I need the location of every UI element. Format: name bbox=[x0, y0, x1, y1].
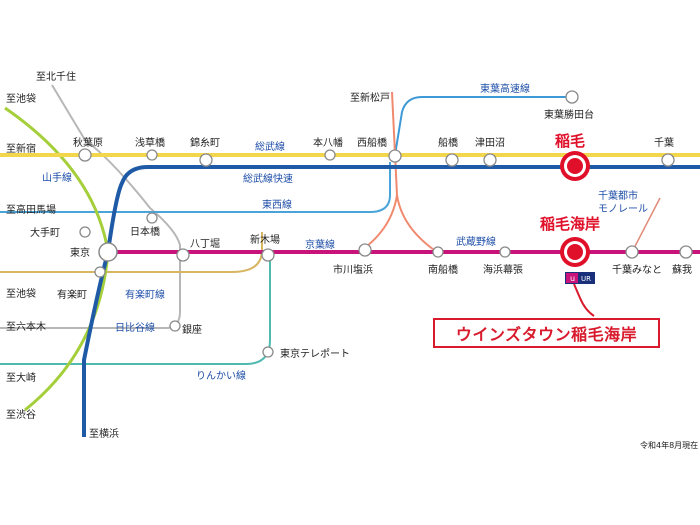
dir-osaki: 至大崎 bbox=[6, 371, 36, 384]
line-label-hibiya: 日比谷線 bbox=[115, 321, 155, 334]
monorail-line bbox=[631, 197, 661, 253]
label-tokyo: 東京 bbox=[70, 246, 90, 259]
line-label-sobu: 総武線 bbox=[255, 140, 285, 153]
label-asakusabashi: 浅草橋 bbox=[135, 136, 165, 149]
label-chibaminato: 千葉みなと bbox=[612, 263, 662, 276]
label-akihabara: 秋葉原 bbox=[73, 136, 103, 149]
label-inage: 稲毛 bbox=[555, 132, 585, 150]
dir-shinmatsudo: 至新松戸 bbox=[350, 91, 390, 104]
dir-ikebukuro-1: 至池袋 bbox=[6, 92, 36, 105]
station-kaihinmakuhari[interactable] bbox=[499, 246, 511, 258]
station-hatchobori[interactable] bbox=[176, 248, 190, 262]
line-label-sobu-rapid: 総武線快速 bbox=[243, 172, 293, 185]
station-ginza[interactable] bbox=[169, 320, 181, 332]
station-shinkiba[interactable] bbox=[261, 248, 275, 262]
station-chibaminato[interactable] bbox=[625, 245, 639, 259]
label-otemachi: 大手町 bbox=[30, 226, 60, 239]
ur-logo: u UR bbox=[565, 272, 595, 284]
station-ichikawashiohama[interactable] bbox=[358, 243, 372, 257]
date-note: 令和4年8月現在 bbox=[640, 440, 698, 450]
rinkai-line bbox=[0, 252, 271, 365]
line-label-rinkai: りんかい線 bbox=[196, 369, 246, 382]
svg-text:u: u bbox=[570, 274, 575, 283]
label-tokyo-teleport: 東京テレポート bbox=[280, 347, 350, 360]
label-ichikawashiohama: 市川塩浜 bbox=[333, 263, 373, 276]
station-tokyo[interactable] bbox=[98, 242, 118, 262]
label-motoyawata: 本八幡 bbox=[313, 136, 343, 149]
label-chiba: 千葉 bbox=[654, 136, 674, 149]
station-motoyawata[interactable] bbox=[324, 149, 336, 161]
line-label-yurakucho: 有楽町線 bbox=[125, 288, 165, 301]
station-soga[interactable] bbox=[679, 245, 693, 259]
station-inage-marker[interactable] bbox=[560, 151, 590, 181]
toyo-kosoku-line bbox=[394, 96, 572, 156]
label-funabashi: 船橋 bbox=[438, 136, 458, 149]
line-label-monorail-2: モノレール bbox=[598, 204, 648, 215]
station-funabashi[interactable] bbox=[445, 153, 459, 167]
label-soga: 蘇我 bbox=[672, 263, 692, 276]
label-kaihinmakuhari: 海浜幕張 bbox=[483, 263, 523, 276]
label-nihombashi: 日本橋 bbox=[130, 225, 160, 238]
dir-shibuya: 至渋谷 bbox=[6, 408, 36, 421]
line-label-yamanote: 山手線 bbox=[42, 171, 72, 184]
station-tokyo-teleport[interactable] bbox=[262, 346, 274, 358]
line-label-keiyo: 京葉線 bbox=[305, 238, 335, 251]
line-label-monorail-1: 千葉都市 bbox=[598, 189, 638, 202]
label-kinshicho: 錦糸町 bbox=[190, 136, 220, 149]
station-tsudanuma[interactable] bbox=[483, 153, 497, 167]
station-akihabara[interactable] bbox=[78, 148, 92, 162]
dir-takadanobaba: 至高田馬場 bbox=[6, 203, 56, 216]
label-nishifunabashi: 西船橋 bbox=[357, 136, 387, 149]
station-kinshicho[interactable] bbox=[199, 153, 213, 167]
dir-ikebukuro-2: 至池袋 bbox=[6, 287, 36, 300]
label-tsudanuma: 津田沼 bbox=[475, 136, 505, 149]
dir-roppongi: 至六本木 bbox=[6, 320, 46, 333]
dir-shinjuku: 至新宿 bbox=[6, 142, 36, 155]
property-name: ウインズタウン稲毛海岸 bbox=[455, 325, 638, 344]
station-inagekaigan-marker[interactable] bbox=[560, 237, 590, 267]
callout-pointer bbox=[573, 283, 595, 317]
line-label-musashino: 武蔵野線 bbox=[456, 235, 496, 248]
label-ginza: 銀座 bbox=[182, 323, 202, 336]
station-nishifunabashi[interactable] bbox=[388, 149, 402, 163]
property-callout: ウインズタウン稲毛海岸 bbox=[433, 318, 660, 348]
station-minamifunabashi[interactable] bbox=[432, 246, 444, 258]
label-minamifunabashi: 南船橋 bbox=[428, 263, 458, 276]
station-nihombashi[interactable] bbox=[146, 212, 158, 224]
line-label-tozai: 東西線 bbox=[262, 198, 292, 211]
label-shinkiba: 新木場 bbox=[250, 233, 280, 246]
sobu-rapid-line bbox=[82, 165, 700, 437]
station-chiba[interactable] bbox=[661, 153, 675, 167]
label-hatchobori: 八丁堀 bbox=[190, 238, 220, 250]
dir-yokohama: 至横浜 bbox=[89, 427, 119, 440]
label-inagekaigan: 稲毛海岸 bbox=[540, 215, 600, 233]
station-yurakucho[interactable] bbox=[94, 266, 106, 278]
station-toyokatsutadai[interactable] bbox=[565, 90, 579, 104]
label-yurakucho: 有楽町 bbox=[57, 288, 87, 301]
line-label-toyo-kosoku: 東葉高速線 bbox=[480, 82, 530, 95]
label-toyokatsutadai: 東葉勝田台 bbox=[544, 108, 594, 121]
dir-kitasenju: 至北千住 bbox=[36, 70, 76, 83]
station-otemachi[interactable] bbox=[79, 226, 91, 238]
ur-logo-text: UR bbox=[581, 275, 591, 283]
tozai-line bbox=[0, 162, 391, 213]
station-asakusabashi[interactable] bbox=[146, 149, 158, 161]
musashino-line bbox=[361, 91, 438, 253]
